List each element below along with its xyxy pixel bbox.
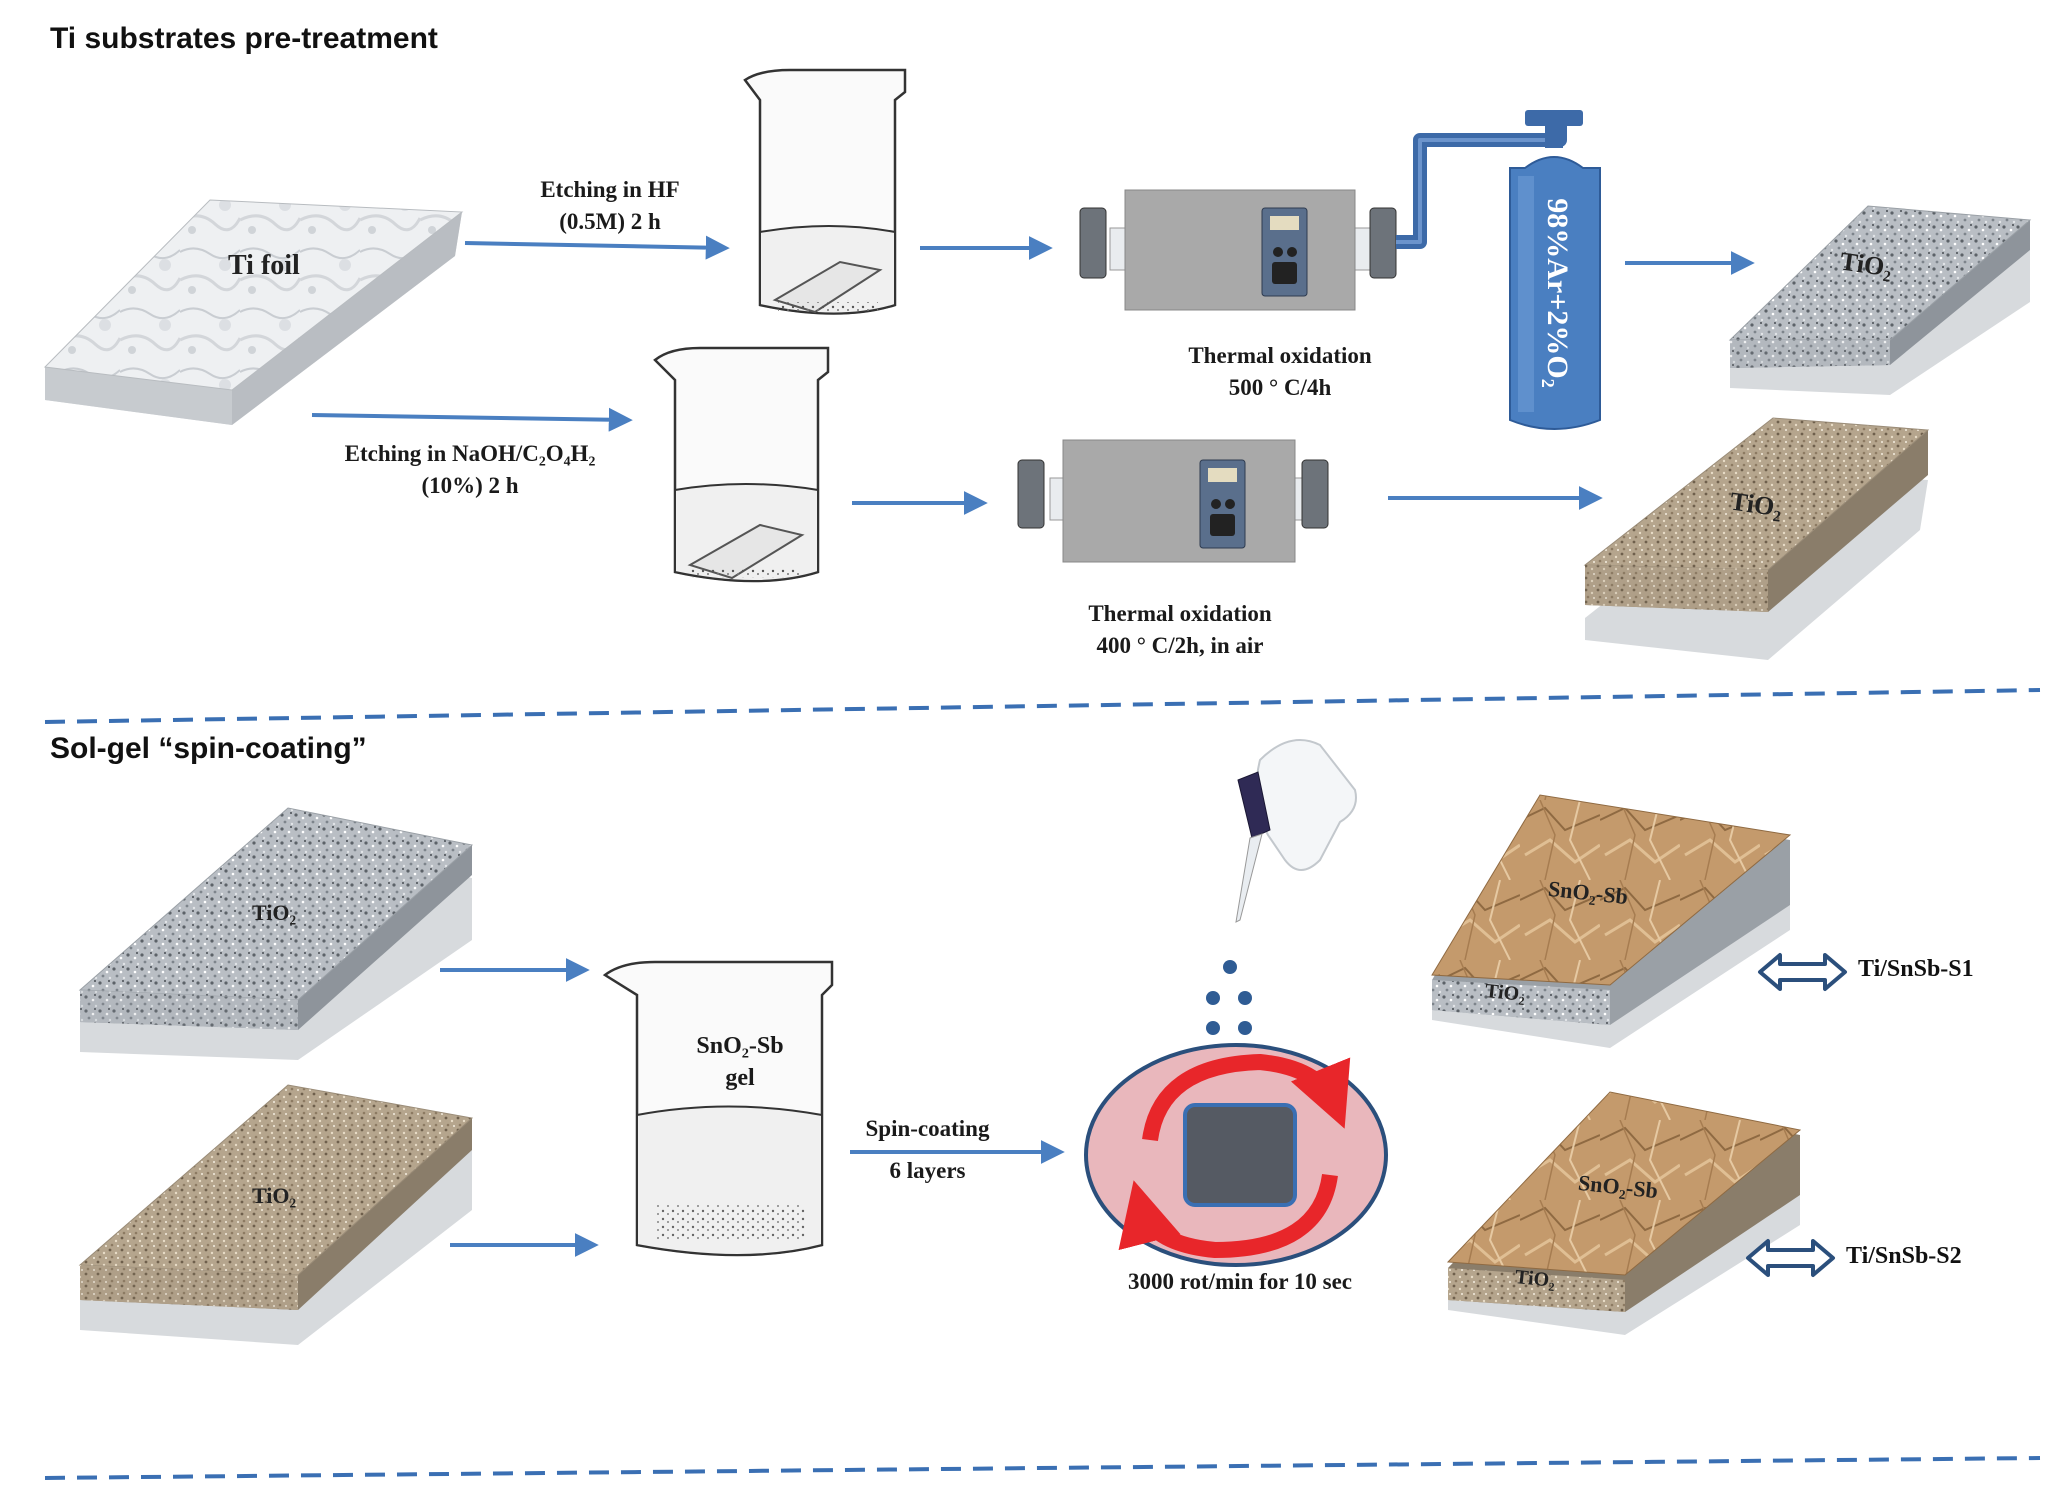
- tio2-slab-sand-left: [78, 1084, 474, 1345]
- thermal1-line1: Thermal oxidation: [1188, 343, 1372, 368]
- divider-bottom: [44, 1456, 2041, 1480]
- section-title-pretreatment: Ti substrates pre-treatment: [50, 22, 438, 55]
- pipette-glove-icon: [1235, 739, 1357, 923]
- divider-top: [44, 688, 2041, 724]
- furnace-500c: [1079, 189, 1397, 311]
- thermal1-line2: 500 ° C/4h: [1228, 375, 1332, 400]
- etch-naoh-line2: (10%) 2 h: [421, 473, 519, 498]
- tio2-label-granite-left: TiO₂: [252, 900, 297, 925]
- tio2-label-sand-left: TiO₂: [252, 1183, 297, 1208]
- ti-foil-label: Ti foil: [228, 250, 300, 281]
- spin-line2: 6 layers: [889, 1158, 966, 1183]
- etch-naoh-label: Etching in NaOH/C₂O₄H₂ (10%) 2 h: [300, 438, 640, 502]
- thermal2-line2: 400 ° C/2h, in air: [1096, 633, 1264, 658]
- furnace-400c: [1017, 439, 1329, 563]
- droplets: [1206, 960, 1252, 1035]
- process-arrows: [311, 235, 1755, 1257]
- gel-line1: SnO₂-Sb: [696, 1033, 784, 1059]
- spin-coater: [1084, 1043, 1388, 1267]
- thermal-oxidation-500-label: Thermal oxidation 500 ° C/4h: [1150, 340, 1410, 404]
- etch-hf-label: Etching in HF (0.5M) 2 h: [500, 174, 720, 238]
- spin-speed-label: 3000 rot/min for 10 sec: [1127, 1269, 1352, 1294]
- thermal2-line1: Thermal oxidation: [1088, 601, 1272, 626]
- tio2-label-s1: TiO₂: [1484, 979, 1527, 1007]
- beaker-naoh: [653, 346, 830, 583]
- gas-cylinder: [1509, 110, 1601, 430]
- gel-line2: gel: [725, 1065, 755, 1091]
- sno2-slab-s1: [1431, 794, 1792, 1048]
- etch-hf-line1: Etching in HF: [540, 177, 680, 202]
- etch-naoh-line1: Etching in NaOH/C₂O₄H₂: [344, 441, 596, 466]
- etch-hf-line2: (0.5M) 2 h: [559, 209, 661, 234]
- tio2-slab-granite-left: [78, 807, 474, 1060]
- spin-line1: Spin-coating: [865, 1116, 990, 1141]
- tio2-label-s2: TiO₂: [1514, 1265, 1557, 1293]
- section-title-solgel: Sol-gel “spin-coating”: [50, 732, 367, 765]
- beaker-hf: [743, 68, 907, 315]
- spin-coating-step-label: Spin-coating 6 layers: [845, 1113, 1010, 1187]
- double-arrow-s1: [1758, 953, 1847, 991]
- tio2-slab-sand-top: [1583, 417, 1930, 660]
- double-arrow-s2: [1746, 1239, 1835, 1277]
- result-label-s2: Ti/SnSb-S2: [1846, 1243, 1962, 1269]
- beaker-gel: [602, 960, 834, 1257]
- gel-label: SnO₂-Sb gel: [650, 1030, 830, 1094]
- result-label-s1: Ti/SnSb-S1: [1858, 956, 1974, 982]
- ti-foil-slab: [43, 199, 464, 425]
- thermal-oxidation-400-label: Thermal oxidation 400 ° C/2h, in air: [1045, 598, 1315, 662]
- gas-cylinder-label: 98%Ar+2%O₂: [1541, 198, 1574, 388]
- tio2-slab-granite-top: [1728, 205, 2032, 395]
- sno2-slab-s2: [1446, 1091, 1802, 1335]
